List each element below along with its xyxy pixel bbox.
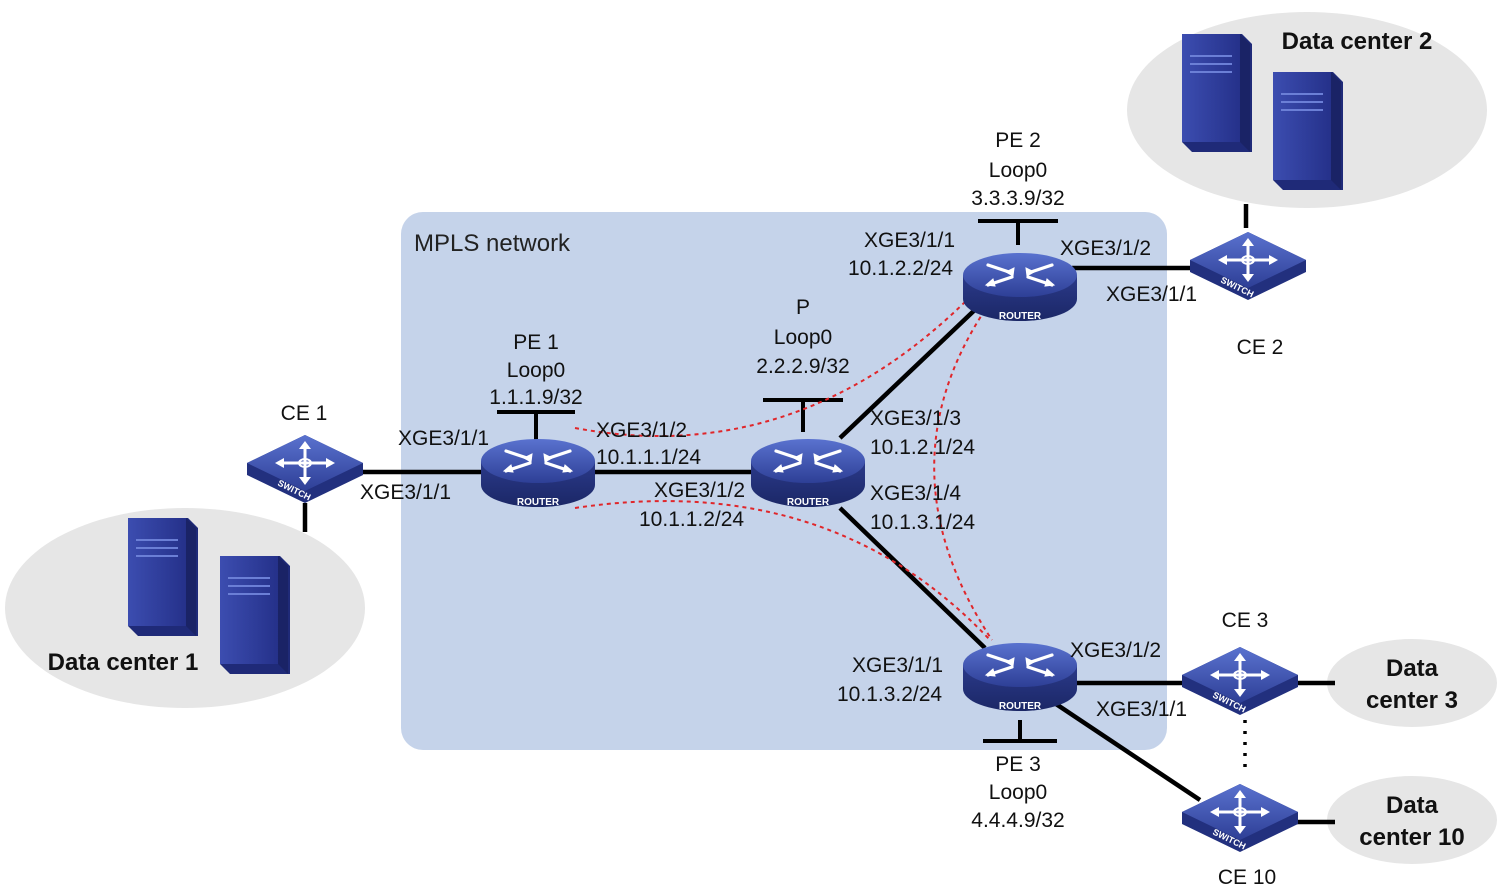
pe3-xge312-label: XGE3/1/2 [1070, 639, 1161, 662]
switch-ce10[interactable]: SWITCH [1180, 782, 1300, 854]
device-tag: ROUTER [517, 497, 560, 508]
p-xge312-ip: 10.1.1.2/24 [639, 508, 744, 531]
device-tag: ROUTER [999, 311, 1042, 322]
pe1-xge312-ip: 10.1.1.1/24 [596, 446, 701, 469]
loopback-stubs [497, 219, 1058, 743]
server-icon [219, 555, 291, 675]
link-pe3-ce10 [1048, 698, 1202, 802]
pe3-xge311-label: XGE3/1/1 [852, 654, 943, 677]
ce3-name: CE 3 [1222, 609, 1269, 632]
device-tag: ROUTER [999, 701, 1042, 712]
data-center-2-label: Data center 2 [1282, 28, 1433, 55]
lsp-pe2-pe3 [933, 309, 993, 641]
p-xge314-label: XGE3/1/4 [870, 482, 961, 505]
pe3-xge311-ip: 10.1.3.2/24 [837, 683, 942, 706]
server-icon [1181, 33, 1253, 153]
pe1-loop-ip: 1.1.1.9/32 [489, 386, 582, 409]
ce3-xge311-label: XGE3/1/1 [1096, 698, 1187, 721]
data-center-3-area [1327, 639, 1497, 727]
ce2-name: CE 2 [1237, 336, 1284, 359]
mpls-network-label: MPLS network [414, 230, 571, 257]
pe1-name: PE 1 [513, 331, 559, 354]
p-loop-ip: 2.2.2.9/32 [756, 355, 849, 378]
switch-ce3[interactable]: SWITCH [1180, 645, 1300, 717]
ce1-name: CE 1 [281, 402, 328, 425]
lsp-paths [574, 291, 993, 641]
pe3-loop: Loop0 [989, 781, 1047, 804]
p-name: P [796, 296, 810, 319]
p-loop: Loop0 [774, 326, 832, 349]
p-xge313-ip: 10.1.2.1/24 [870, 436, 975, 459]
pe1-xge312-label: XGE3/1/2 [596, 419, 687, 442]
lsp-pe1-pe3 [574, 500, 991, 641]
switch-ce1[interactable]: SWITCH [245, 433, 365, 505]
link-p-pe3 [838, 506, 987, 650]
ce10-name: CE 10 [1218, 866, 1276, 889]
ce2-xge311-label: XGE3/1/1 [1106, 283, 1197, 306]
p-xge312-label: XGE3/1/2 [654, 479, 745, 502]
data-center-10-label-line2: center 10 [1359, 824, 1464, 851]
router-pe3[interactable]: ROUTER [961, 641, 1079, 713]
link-p-pe2 [838, 303, 982, 440]
server-icon [127, 517, 199, 637]
server-icon [1272, 71, 1344, 191]
pe1-xge311-label: XGE3/1/1 [398, 427, 489, 450]
data-center-1-label: Data center 1 [48, 649, 199, 676]
pe2-name: PE 2 [995, 129, 1041, 152]
router-pe1[interactable]: ROUTER [479, 437, 597, 509]
p-xge313-label: XGE3/1/3 [870, 407, 961, 430]
router-pe2[interactable]: ROUTER [961, 251, 1079, 323]
data-center-10-area [1327, 776, 1497, 864]
links [302, 204, 1335, 825]
pe3-loop-ip: 4.4.4.9/32 [971, 809, 1064, 832]
device-tag: ROUTER [787, 497, 830, 508]
pe2-xge312-label: XGE3/1/2 [1060, 237, 1151, 260]
data-center-10-label-line1: Data [1386, 792, 1439, 819]
pe2-loop: Loop0 [989, 159, 1047, 182]
switch-ce2[interactable]: SWITCH [1188, 230, 1308, 302]
data-center-3-label-line1: Data [1386, 655, 1439, 682]
pe1-loop: Loop0 [507, 359, 565, 382]
ce1-xge311-label: XGE3/1/1 [360, 481, 451, 504]
pe2-xge311-label: XGE3/1/1 [864, 229, 955, 252]
router-p[interactable]: ROUTER [749, 437, 867, 509]
data-center-3-label-line2: center 3 [1366, 687, 1458, 714]
p-xge314-ip: 10.1.3.1/24 [870, 511, 975, 534]
pe2-loop-ip: 3.3.3.9/32 [971, 187, 1064, 210]
pe3-name: PE 3 [995, 753, 1041, 776]
pe2-xge311-ip: 10.1.2.2/24 [848, 257, 953, 280]
